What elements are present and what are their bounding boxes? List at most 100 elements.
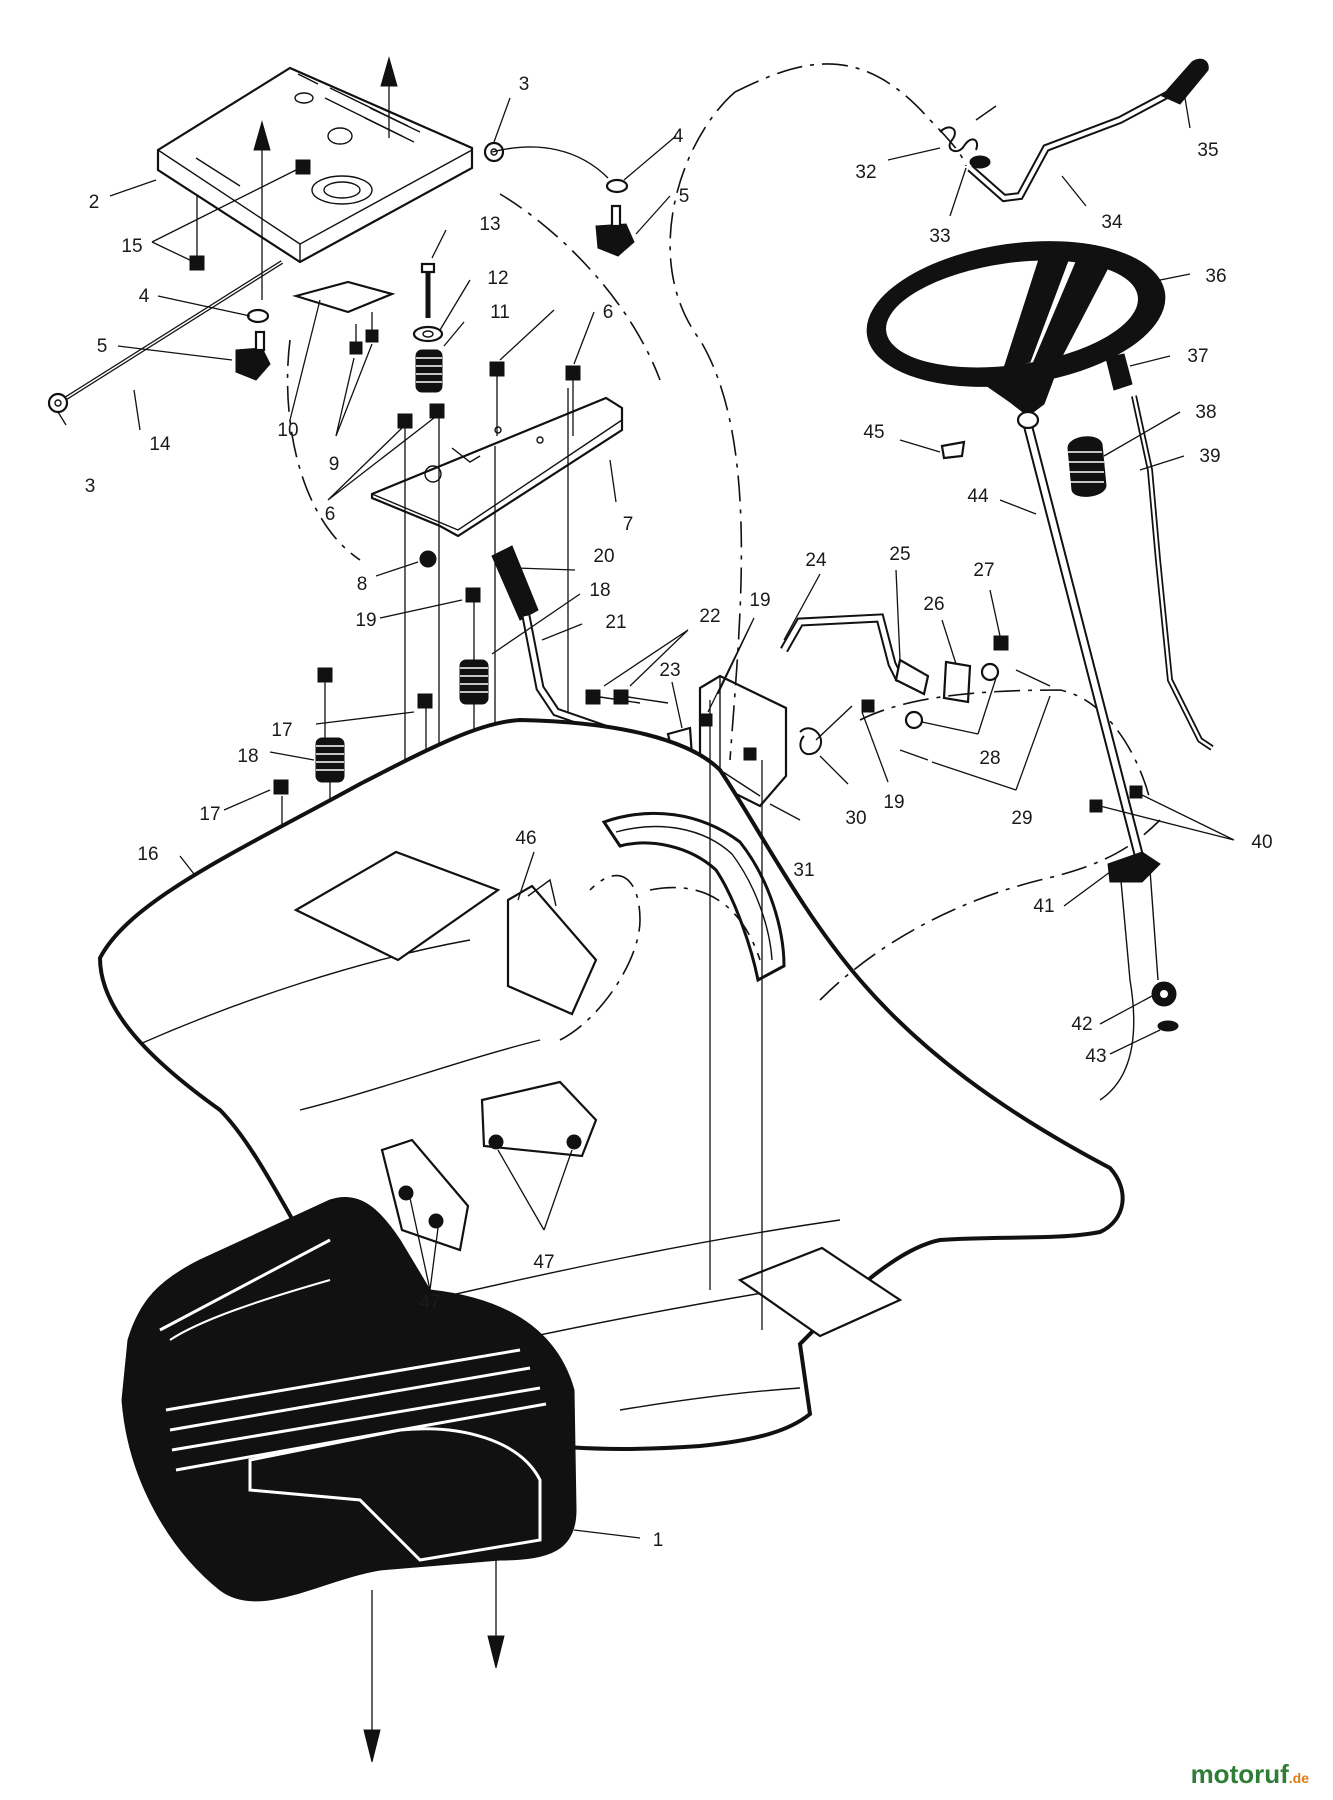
washer-4-right bbox=[605, 178, 629, 194]
spring-18-right bbox=[459, 659, 489, 705]
part-number-labels: 2 15 4 5 3 14 10 9 6 3 4 5 13 12 11 6 7 … bbox=[85, 74, 1273, 1551]
down-arrow-icon-b bbox=[487, 1560, 505, 1669]
part-label-18: 18 bbox=[589, 580, 610, 601]
washer-33 bbox=[969, 155, 991, 169]
bracket-41 bbox=[1107, 851, 1161, 883]
part-label-6: 6 bbox=[603, 302, 614, 323]
bolt-17-b bbox=[273, 779, 289, 795]
spring-18-left bbox=[315, 737, 345, 783]
part-label-17: 17 bbox=[271, 720, 292, 741]
part-label-38: 38 bbox=[1195, 402, 1216, 423]
bolt-6-a bbox=[489, 361, 505, 436]
rod-24 bbox=[780, 613, 905, 683]
part-label-9: 9 bbox=[329, 454, 340, 475]
part-label-28: 28 bbox=[979, 748, 1000, 769]
part-label-32: 32 bbox=[855, 162, 876, 183]
watermark-tld: .de bbox=[1288, 1770, 1309, 1786]
part-label-27: 27 bbox=[973, 560, 994, 581]
part-label-35: 35 bbox=[1197, 140, 1218, 161]
seat-knob-left bbox=[235, 330, 271, 381]
part-label-37: 37 bbox=[1187, 346, 1208, 367]
part-label-46: 46 bbox=[515, 828, 536, 849]
lever-grip-20 bbox=[491, 545, 539, 621]
gear-42 bbox=[1151, 981, 1177, 1007]
spring-11 bbox=[415, 349, 443, 393]
seat-1 bbox=[121, 1196, 577, 1602]
down-arrow-icon-a bbox=[363, 1590, 381, 1763]
part-label-22: 22 bbox=[699, 606, 720, 627]
bolts-22 bbox=[585, 689, 669, 705]
part-label-19: 19 bbox=[749, 590, 770, 611]
part-label-15: 15 bbox=[121, 236, 142, 257]
part-label-18: 18 bbox=[237, 746, 258, 767]
part-label-34: 34 bbox=[1101, 212, 1123, 233]
bolt-9-b bbox=[365, 312, 379, 343]
fender-slot-insert bbox=[601, 811, 786, 983]
bolt-19-b bbox=[317, 667, 333, 738]
part-label-44: 44 bbox=[967, 486, 989, 507]
spring-30 bbox=[799, 705, 853, 755]
cotter-pin-29 bbox=[899, 669, 1051, 761]
part-label-11: 11 bbox=[490, 302, 510, 323]
bolt-17-a bbox=[417, 693, 433, 709]
bracket-47-left bbox=[380, 1138, 470, 1252]
part-label-1: 1 bbox=[653, 1530, 664, 1551]
part-label-14: 14 bbox=[149, 434, 171, 455]
part-label-13: 13 bbox=[479, 214, 500, 235]
washers-28 bbox=[904, 662, 1000, 730]
plate-left bbox=[293, 850, 501, 962]
part-label-24: 24 bbox=[805, 550, 827, 571]
part-label-19: 19 bbox=[883, 792, 904, 813]
bracket-47-right bbox=[480, 1080, 598, 1158]
part-label-42: 42 bbox=[1071, 1014, 1092, 1035]
part-label-7: 7 bbox=[623, 514, 634, 535]
link-25 bbox=[894, 658, 930, 696]
part-label-3: 3 bbox=[85, 476, 96, 497]
up-arrow-icon-left bbox=[253, 120, 271, 300]
rod-39 bbox=[1131, 395, 1214, 751]
part-label-29: 29 bbox=[1011, 808, 1032, 829]
washer-12 bbox=[412, 325, 444, 343]
plate-26 bbox=[942, 660, 972, 704]
part-label-17: 17 bbox=[199, 804, 220, 825]
bracket-46 bbox=[506, 878, 598, 1016]
clip-45 bbox=[940, 440, 966, 460]
part-label-19: 19 bbox=[355, 610, 376, 631]
bolt-19-a bbox=[465, 587, 481, 603]
part-label-4: 4 bbox=[139, 286, 150, 307]
motoruf-logo: motoruf.de bbox=[1191, 1759, 1309, 1790]
part-label-30: 30 bbox=[845, 808, 866, 829]
part-label-5: 5 bbox=[97, 336, 108, 357]
shift-lever-34 bbox=[967, 84, 1182, 203]
vertical-lines-right bbox=[709, 700, 763, 1330]
bolt-27 bbox=[993, 635, 1009, 651]
part-label-47: 47 bbox=[533, 1252, 554, 1273]
part-label-39: 39 bbox=[1199, 446, 1220, 467]
seat-knob-right bbox=[595, 204, 635, 257]
part-label-10: 10 bbox=[277, 420, 298, 441]
part-label-12: 12 bbox=[487, 268, 508, 289]
part-label-20: 20 bbox=[593, 546, 614, 567]
nut-8 bbox=[419, 550, 437, 568]
part-label-16: 16 bbox=[137, 844, 158, 865]
spring-38 bbox=[1067, 436, 1107, 497]
part-label-6: 6 bbox=[325, 504, 336, 525]
part-label-8: 8 bbox=[357, 574, 368, 595]
bolt-6-b bbox=[565, 365, 581, 436]
part-label-45: 45 bbox=[863, 422, 884, 443]
part-label-33: 33 bbox=[929, 226, 950, 247]
bolt-15-b bbox=[295, 159, 311, 175]
leader-lines bbox=[57, 91, 1235, 1539]
part-label-43: 43 bbox=[1085, 1046, 1106, 1067]
up-arrow-icon-right bbox=[380, 56, 398, 138]
part-label-21: 21 bbox=[605, 612, 626, 633]
bolt-6-c bbox=[397, 413, 413, 429]
part-label-3: 3 bbox=[519, 74, 530, 95]
spring-32 bbox=[939, 105, 997, 153]
steering-lower-lines bbox=[1099, 869, 1159, 1101]
part-label-31: 31 bbox=[793, 860, 814, 881]
pivot-rod bbox=[58, 260, 284, 404]
nut-3-left bbox=[47, 392, 69, 414]
